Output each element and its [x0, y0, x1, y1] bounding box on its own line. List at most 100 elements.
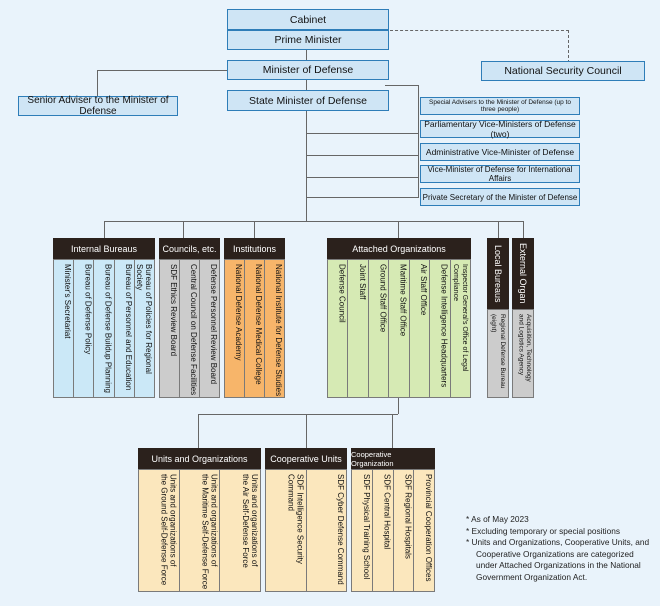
connector [254, 221, 255, 238]
local-bureau-item: Regional Defense Bureau (eight) [490, 314, 506, 389]
bureau-item: Bureau of Defense Buildup Planning [94, 260, 115, 397]
special-advisers-box: Special Advisers to the Minister of Defe… [420, 97, 580, 115]
connector [306, 133, 418, 134]
councils-title: Councils, etc. [162, 243, 217, 254]
bureau-item: Bureau of Policies for Regional Society [135, 264, 154, 374]
connector [198, 414, 398, 415]
connector [104, 221, 524, 222]
connector [306, 414, 307, 448]
cabinet-box: Cabinet [227, 9, 389, 30]
minister-of-defense-label: Minister of Defense [262, 64, 354, 76]
institution-item: National Institute for Defense Studies [274, 264, 283, 397]
connector [523, 221, 524, 238]
connector [198, 414, 199, 448]
attached-item: Air Staff Office [410, 260, 431, 397]
connector [97, 70, 227, 71]
connector [306, 177, 418, 178]
vice-minister-international-label: Vice-Minister of Defense for Internation… [427, 165, 573, 183]
connector [392, 414, 393, 448]
connector [498, 221, 499, 238]
footnote: * Units and Organizations, Cooperative U… [466, 537, 650, 582]
connector [104, 221, 105, 238]
cabinet-label: Cabinet [289, 13, 327, 26]
minister-of-defense-box: Minister of Defense [227, 60, 389, 80]
national-security-council-label: National Security Council [504, 65, 622, 77]
connector [97, 70, 98, 96]
cooperative-unit-item: SDF Cyber Defense Command [336, 474, 345, 585]
local-bureaus-column: Regional Defense Bureau (eight) [487, 309, 509, 398]
administrative-vice-minister-box: Administrative Vice-Minister of Defense [420, 143, 580, 161]
footnote: * As of May 2023 [466, 514, 529, 524]
attached-organizations-title: Attached Organizations [352, 243, 446, 254]
cooperative-unit-item: SDF Intelligence Security Command [266, 470, 307, 591]
connector [398, 398, 399, 414]
attached-organizations-header: Attached Organizations [327, 238, 471, 259]
attached-item: Defense Intelligence Headquarters [430, 260, 451, 397]
cooperative-organization-column: SDF Physical Training School SDF Central… [351, 469, 435, 592]
cooperative-units-column: SDF Intelligence Security Command SDF Cy… [265, 469, 347, 592]
vice-minister-international-box: Vice-Minister of Defense for Internation… [420, 165, 580, 183]
dashed-connector [390, 30, 569, 63]
attached-item: Inspector General's Office of Legal Comp… [451, 264, 468, 372]
connector [183, 221, 184, 238]
council-item: Central Council on Defense Facilities [180, 260, 200, 397]
institution-item: National Defense Academy [225, 260, 245, 397]
internal-bureaus-header: Internal Bureaus [53, 238, 155, 259]
connector [306, 155, 418, 156]
prime-minister-box: Prime Minister [227, 30, 389, 50]
cooperative-units-title: Cooperative Units [270, 453, 342, 464]
external-organ-header: External Organ [512, 238, 534, 309]
councils-column: SDF Ethics Review Board Central Council … [159, 259, 220, 398]
councils-header: Councils, etc. [159, 238, 220, 259]
bureau-item: Bureau of Personnel and Education [115, 260, 135, 397]
council-item: Defense Personnel Review Board [209, 264, 218, 385]
connector [418, 85, 419, 198]
connector [306, 197, 418, 198]
institutions-header: Institutions [224, 238, 285, 259]
unit-item: Units and organizations of the Maritime … [180, 470, 221, 591]
attached-item: Maritime Staff Office [389, 260, 410, 397]
local-bureaus-header: Local Bureaus [487, 238, 509, 309]
attached-item: Ground Staff Office [369, 260, 390, 397]
local-bureaus-title: Local Bureaus [493, 244, 503, 303]
internal-bureaus-title: Internal Bureaus [70, 243, 138, 254]
national-security-council-box: National Security Council [481, 61, 645, 81]
connector [306, 80, 307, 90]
external-organ-column: Acquisition, Technology and Logistics Ag… [512, 309, 534, 398]
administrative-vice-minister-label: Administrative Vice-Minister of Defense [425, 147, 575, 157]
private-secretary-label: Private Secretary of the Minister of Def… [422, 192, 578, 202]
institutions-title: Institutions [232, 243, 277, 254]
cooperative-organization-item: SDF Regional Hospitals [394, 470, 415, 591]
senior-adviser-label: Senior Adviser to the Minister of Defens… [27, 95, 169, 117]
council-item: SDF Ethics Review Board [160, 260, 180, 397]
private-secretary-box: Private Secretary of the Minister of Def… [420, 188, 580, 206]
connector [306, 50, 307, 60]
special-advisers-label: Special Advisers to the Minister of Defe… [429, 99, 571, 113]
cooperative-organization-header: Cooperative Organization [351, 448, 435, 469]
parliamentary-vice-ministers-label: Parliamentary Vice-Ministers of Defense … [424, 119, 576, 139]
institution-item: National Defense Medical College [245, 260, 265, 397]
cooperative-units-header: Cooperative Units [265, 448, 347, 469]
unit-item: Units and organizations of the Air Self-… [241, 474, 260, 568]
units-and-organizations-column: Units and organizations of the Ground Se… [138, 469, 261, 592]
connector [306, 111, 307, 221]
cooperative-organization-title: Cooperative Organization [351, 449, 394, 468]
attached-item: Joint Staff [348, 260, 369, 397]
external-organ-item: Acquisition, Technology and Logistics Ag… [517, 314, 533, 382]
state-minister-label: State Minister of Defense [249, 94, 367, 107]
external-organ-title: External Organ [518, 243, 528, 304]
units-and-organizations-title: Units and Organizations [151, 453, 248, 464]
state-minister-box: State Minister of Defense [227, 90, 389, 111]
connector [385, 85, 419, 86]
units-and-organizations-header: Units and Organizations [138, 448, 261, 469]
institutions-column: National Defense Academy National Defens… [224, 259, 285, 398]
internal-bureaus-column: Minister's Secretariat Bureau of Defense… [53, 259, 155, 398]
footnotes: * As of May 2023 * Excluding temporary o… [466, 514, 656, 583]
attached-organizations-column: Defense Council Joint Staff Ground Staff… [327, 259, 471, 398]
footnote: * Excluding temporary or special positio… [466, 525, 621, 536]
prime-minister-label: Prime Minister [274, 34, 342, 46]
parliamentary-vice-ministers-box: Parliamentary Vice-Ministers of Defense … [420, 119, 580, 139]
attached-item: Defense Council [328, 260, 349, 397]
senior-adviser-box: Senior Adviser to the Minister of Defens… [18, 95, 178, 117]
cooperative-organization-item: SDF Physical Training School [352, 470, 373, 591]
